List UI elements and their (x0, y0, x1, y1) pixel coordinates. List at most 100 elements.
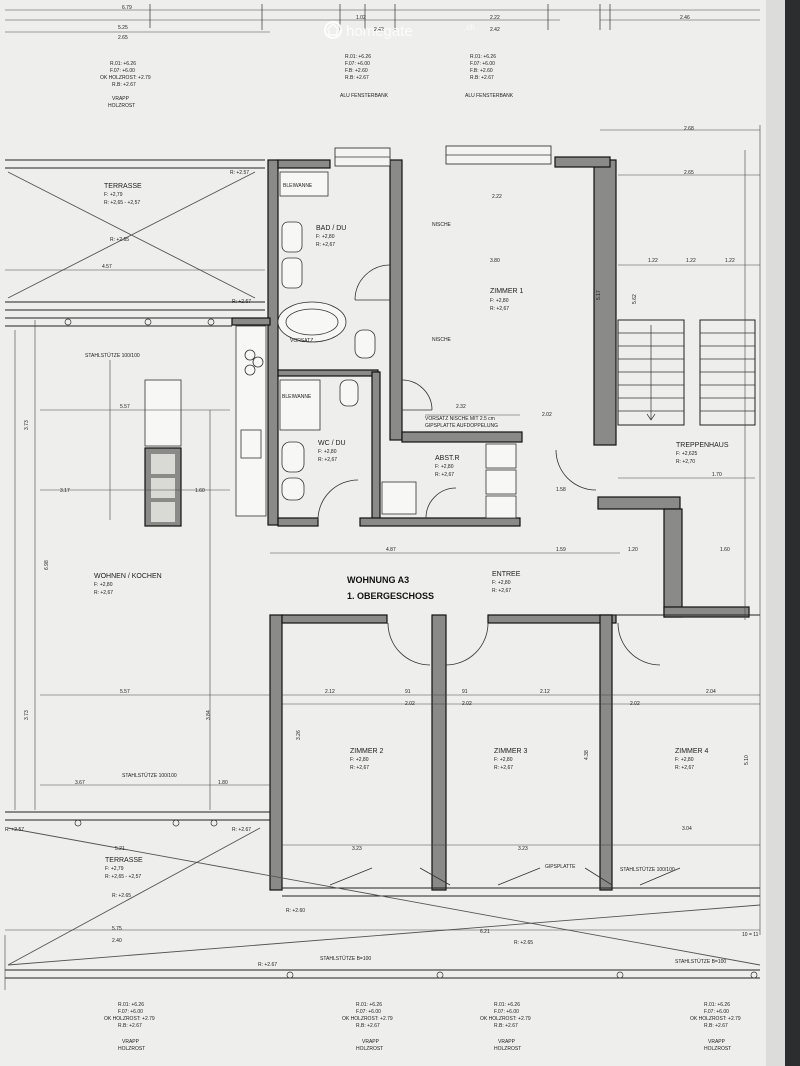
terrace-top-r: R: +2,65 - +2,57 (104, 200, 140, 206)
zimmer1-r: R: +2,67 (490, 306, 509, 312)
dim-212a: 2.12 (325, 689, 335, 695)
window-label-bottom-4-l6: HOLZROST (704, 1046, 731, 1052)
abst-r: ABST.R F: +2,80 R: +2,67 (381, 443, 517, 519)
window-label-bottom-2-l5: VRAPP (362, 1039, 380, 1045)
dim-202c: 2.02 (630, 701, 640, 707)
treppenhaus-name: TREPPENHAUS (676, 442, 729, 449)
zimmer4-f: F: +2,80 (675, 757, 694, 763)
bleiwanne-top: BLEIWANNE (283, 183, 313, 189)
vorsatz-note: VORSATZ (290, 338, 313, 344)
abst-r-name: ABST.R (435, 455, 460, 462)
window-label-bottom-1: R.01: +6.26 (118, 1002, 144, 1008)
wc-du-r: R: +2,67 (318, 457, 337, 463)
zimmer1-f: F: +2,80 (490, 298, 509, 304)
plan-title-line2: 1. OBERGESCHOSS (347, 591, 434, 601)
zimmer2-f: F: +2,80 (350, 757, 369, 763)
kitchen-counter (235, 325, 267, 517)
dim-120: 1.20 (628, 547, 638, 553)
window-label-top-2: R.01: +6.26 (345, 54, 371, 60)
homegate-logo-icon (324, 21, 342, 39)
staircase-treppenhaus: 1.22 1.22 1.22 2.68 2.65 5.62 TREPPENHAU… (555, 126, 760, 491)
window-label-bottom-2: R.01: +6.26 (356, 1002, 382, 1008)
walls (144, 156, 750, 891)
terrace-bottom-r260: R: +2.60 (286, 908, 305, 914)
top-window-labels: R.01: +6.26 F.07: +6.00 OK HOLZROST: +2.… (100, 54, 514, 109)
bathroom-bad-du: BLEIWANNE VORSATZ BAD / DU F: +2,80 R: +… (277, 171, 391, 359)
dim-380: 3.80 (490, 258, 500, 264)
dim-487: 4.87 (386, 547, 396, 553)
dim-438: 4.38 (584, 750, 590, 760)
zimmer2-r: R: +2,67 (350, 765, 369, 771)
window-label-holzrost-1: HOLZROST (108, 103, 135, 109)
dim-159: 1.59 (556, 547, 566, 553)
window-label-bottom-4-l4: R.B: +2.67 (704, 1023, 728, 1029)
window-label-bottom-1-l2: F.07: +6.00 (118, 1009, 143, 1015)
bottom-window-labels: R.01: +6.26 F.07: +6.00 OK HOLZROST: +2.… (104, 1002, 741, 1052)
dim-698: 6.98 (44, 560, 50, 570)
dim-323a: 3.23 (352, 846, 362, 852)
window-label-top-2-line4: R.B: +2.67 (345, 75, 369, 81)
homegate-watermark: homegate .ch (324, 21, 475, 40)
wohnen-kochen-r: R: +2,67 (94, 590, 113, 596)
stahlstuetze-top: STAHLSTÜTZE 100/100 (85, 352, 140, 359)
living-kitchen: 5.57 5.57 3.17 3.67 1.80 1.60 3.73 3.73 … (5, 317, 270, 827)
zimmer2-name: ZIMMER 2 (350, 748, 384, 755)
zimmer3-f: F: +2,80 (494, 757, 513, 763)
window-label-bottom-4: R.01: +6.26 (704, 1002, 730, 1008)
window-label-top-3-line2: F.07: +6.00 (470, 61, 495, 67)
dim-323b: 3.23 (518, 846, 528, 852)
window-label-top-3-line4: R.B: +2.67 (470, 75, 494, 81)
dim-top-679: 6.79 (122, 5, 132, 11)
zimmer4-name: ZIMMER 4 (675, 748, 709, 755)
dim-122a: 1.22 (648, 258, 658, 264)
dim-160-liv: 1.60 (195, 488, 205, 494)
terrace-bottom-name: TERRASSE (105, 857, 143, 864)
entree-r: R: +2,67 (492, 588, 511, 594)
dim-top-246: 2.46 (680, 15, 690, 21)
dim-373b: 3.73 (24, 710, 30, 720)
window-label-top-1-line3: OK HOLZROST: +2.79 (100, 75, 151, 81)
dim-91a: 91 (405, 689, 411, 695)
dim-right-edge: 10 = 11 (742, 932, 759, 938)
window-label-bottom-2-l3: OK HOLZROST: +2.79 (342, 1016, 393, 1022)
window-label-bottom-1-l3: OK HOLZROST: +2.79 (104, 1016, 155, 1022)
window-label-bottom-1-l4: R.B: +2.67 (118, 1023, 142, 1029)
terrace-top-r257: R: +2.57 (230, 170, 249, 176)
window-label-bottom-1-l5: VRAPP (122, 1039, 140, 1045)
dim-top-242b: 2.42 (490, 27, 500, 33)
terrace-top-f: F: +2,79 (104, 192, 123, 198)
dim-160: 1.60 (720, 547, 730, 553)
window-label-top-1-line2: F.07: +6.00 (110, 68, 135, 74)
top-dimension-strip: 6.79 5.25 2.65 1.02 2.42 2.22 2.42 2.46 (5, 4, 760, 41)
window-label-bottom-3-l3: OK HOLZROST: +2.79 (480, 1016, 531, 1022)
stair-steps (618, 325, 755, 421)
dim-top-242a: 2.42 (374, 27, 384, 33)
wc-du-name: WC / DU (318, 440, 346, 447)
dim-268: 2.68 (684, 126, 694, 132)
terrace-bottom-f: F: +2,79 (105, 866, 124, 872)
window-label-top-3-line3: F.B: +2.60 (470, 68, 493, 74)
note-vorsatz-line2: GIPSPLATTE AUFDOPPELUNG (425, 423, 498, 429)
dim-265-stair: 2.65 (684, 170, 694, 176)
right-grid-lines: 10 = 11 (4, 125, 761, 990)
dim-158: 1.58 (556, 487, 566, 493)
window-label-bottom-4-l3: OK HOLZROST: +2.79 (690, 1016, 741, 1022)
dim-384: 3.84 (206, 710, 212, 720)
bleiwanne-mid: BLEIWANNE (282, 394, 312, 400)
dim-557b: 5.57 (120, 689, 130, 695)
dim-557: 5.57 (120, 404, 130, 410)
treppenhaus-r: R: +2,70 (676, 459, 695, 465)
dim-212b: 2.12 (540, 689, 550, 695)
dim-202-entree: 2.02 (542, 412, 552, 418)
stahlstuetze-bottom-2: STAHLSTÜTZE B=100 (675, 958, 726, 965)
dim-staircase-mid: 1.22 (686, 258, 696, 264)
dim-122b: 1.22 (725, 258, 735, 264)
window-label-bottom-4-l5: VRAPP (708, 1039, 726, 1045)
zimmer1-name: ZIMMER 1 (490, 288, 524, 295)
dim-575: 5.75 (112, 926, 122, 932)
window-label-bottom-3-l5: VRAPP (498, 1039, 516, 1045)
dim-232: 2.32 (456, 404, 466, 410)
window-label-bottom-1-l6: HOLZROST (118, 1046, 145, 1052)
paper-shadow-edge (766, 0, 785, 1066)
